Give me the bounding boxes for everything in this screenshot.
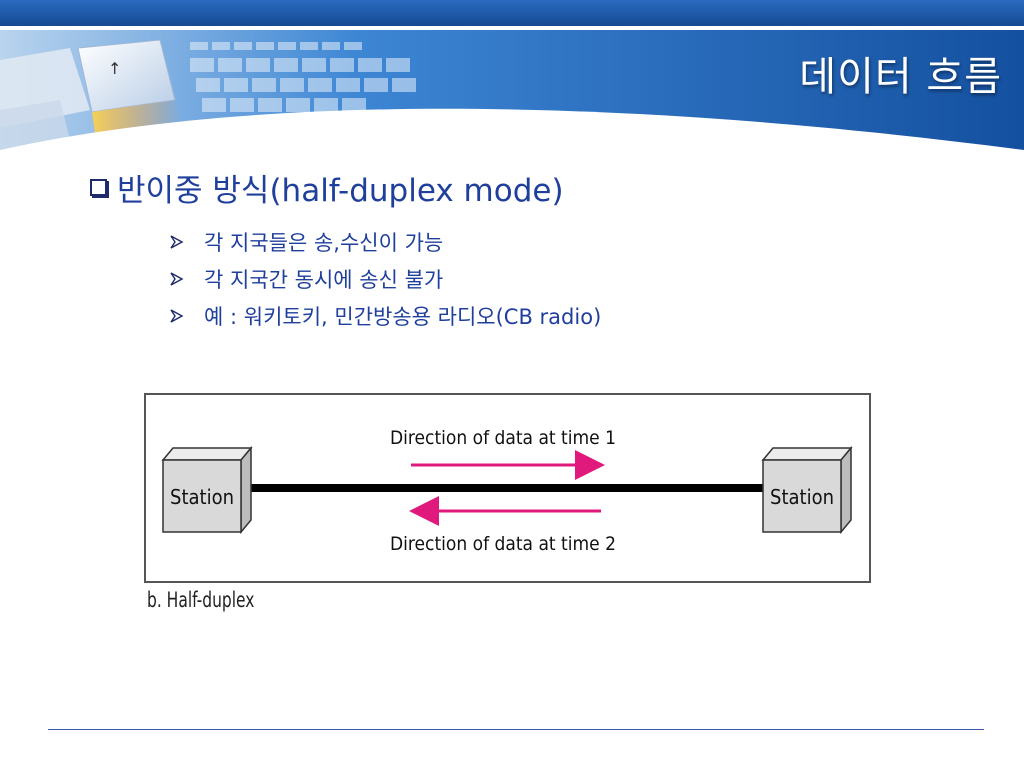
arrow-bullet-icon: [170, 234, 184, 249]
heading-text: 반이중 방식(half-duplex mode): [117, 173, 564, 209]
list-item: 각 지국들은 송,수신이 가능: [168, 223, 601, 260]
station-left-label: Station: [170, 485, 234, 509]
time1-label: Direction of data at time 1: [390, 427, 616, 449]
time2-label: Direction of data at time 2: [390, 533, 616, 555]
svg-text:↑: ↑: [108, 59, 121, 78]
checkbox-icon: [90, 179, 107, 196]
diagram-caption: b. Half-duplex: [147, 588, 255, 612]
station-right-box: [761, 445, 853, 535]
header-background: ↑: [0, 0, 1024, 150]
link-line: [243, 484, 773, 492]
diagram-canvas: Station Station Direction of data at tim…: [144, 393, 871, 583]
station-left-box: [161, 445, 253, 535]
half-duplex-diagram: Station Station Direction of data at tim…: [143, 392, 873, 622]
arrow-bullet-icon: [170, 271, 184, 286]
bullet-text: 예 : 워키토키, 민간방송용 라디오(CB radio): [204, 304, 602, 329]
bullet-text: 각 지국간 동시에 송신 불가: [204, 267, 444, 292]
bullet-text: 각 지국들은 송,수신이 가능: [204, 230, 444, 255]
header-banner: ↑ 데이터 흐름: [0, 0, 1024, 150]
footer-divider: [48, 729, 984, 730]
arrow-bullet-icon: [170, 308, 184, 323]
slide-title: 데이터 흐름: [799, 54, 1002, 100]
bullet-list: 각 지국들은 송,수신이 가능 각 지국간 동시에 송신 불가 예 : 워키토키…: [168, 223, 601, 334]
main-heading: 반이중 방식(half-duplex mode): [90, 165, 564, 210]
list-item: 예 : 워키토키, 민간방송용 라디오(CB radio): [168, 297, 601, 334]
list-item: 각 지국간 동시에 송신 불가: [168, 260, 601, 297]
station-right-label: Station: [770, 485, 834, 509]
